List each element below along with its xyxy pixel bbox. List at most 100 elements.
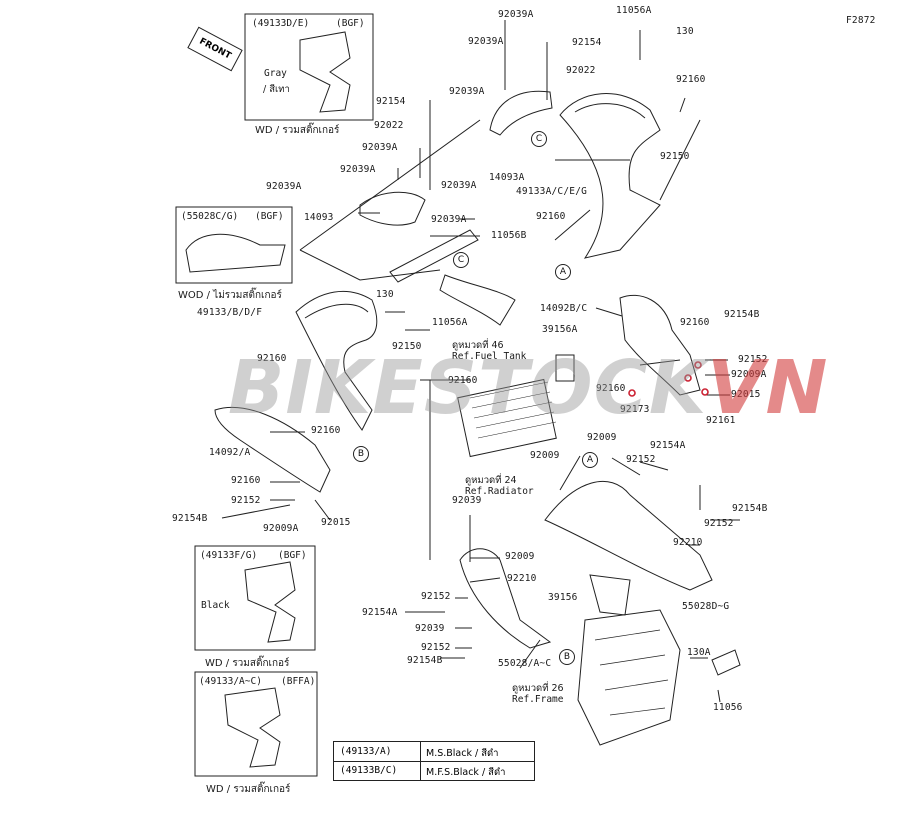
part-label: 92039A xyxy=(441,180,477,191)
inset-box-1-color-th: / สีเทา xyxy=(263,84,290,95)
part-label: 92150 xyxy=(392,341,422,352)
part-label: 92022 xyxy=(566,65,596,76)
inset-box-frame-3 xyxy=(194,545,316,651)
part-label: 92039 xyxy=(415,623,445,634)
part-label: 92152 xyxy=(738,354,768,365)
inset-box-3-code: (49133F/G) xyxy=(200,550,258,561)
part-label: 92015 xyxy=(321,517,351,528)
part-label: 11056A xyxy=(616,5,652,16)
part-label: 92160 xyxy=(231,475,261,486)
part-label: 92160 xyxy=(257,353,287,364)
cowl-upper-right-inner xyxy=(574,103,646,119)
cowl-upper-right-part xyxy=(559,93,661,259)
ref-frame: ดูหมวดที่ 26 Ref.Frame xyxy=(512,683,564,705)
inset-inner-cover xyxy=(185,233,286,273)
part-label: 92009 xyxy=(505,551,535,562)
cowl-upper-left-inner xyxy=(304,303,369,319)
inset-box-3-footer: WD / รวมสติ๊กเกอร์ xyxy=(205,658,290,669)
inset-cowl-black xyxy=(244,561,296,643)
inset-box-1-code: (49133D/E) xyxy=(252,18,310,29)
part-label: 11056A xyxy=(432,317,468,328)
inset-box-4-variant: (BFFA) xyxy=(281,676,316,687)
part-label: 92039A xyxy=(431,214,467,225)
part-label: 92160 xyxy=(676,74,706,85)
inset-box-2-footer: WOD / ไม่รวมสติ๊กเกอร์ xyxy=(178,290,282,301)
cowl-upper-left-part xyxy=(295,290,378,431)
inset-box-4-footer: WD / รวมสติ๊กเกอร์ xyxy=(206,784,291,795)
part-label: 92022 xyxy=(374,120,404,131)
part-label: 92154B xyxy=(172,513,208,524)
inset-box-frame-2 xyxy=(175,206,293,284)
inset-box-frame-4 xyxy=(194,671,318,777)
frame-outline xyxy=(577,609,681,746)
part-label: 92009A xyxy=(731,369,767,380)
inset-box-2-variant: (BGF) xyxy=(255,211,284,222)
part-label: 11056B xyxy=(491,230,527,241)
part-label: 92160 xyxy=(311,425,341,436)
ref-fuel-tank-en: Ref.Fuel Tank xyxy=(452,351,527,362)
part-label: 92152 xyxy=(421,591,451,602)
part-label: 92173 xyxy=(620,404,650,415)
inset-box-1-color: Gray xyxy=(264,68,287,79)
part-label: 92154B xyxy=(407,655,443,666)
part-label: 130A xyxy=(687,647,711,658)
part-label: 92160 xyxy=(448,375,478,386)
inset-box-1-variant: (BGF) xyxy=(336,18,365,29)
part-label: 92160 xyxy=(680,317,710,328)
legend-desc: M.F.S.Black / สีดำ xyxy=(426,767,506,778)
callout-b: B xyxy=(353,446,369,462)
ref-frame-en: Ref.Frame xyxy=(512,694,564,705)
inset-box-1-footer: WD / รวมสติ๊กเกอร์ xyxy=(255,125,340,136)
inset-box-3-color: Black xyxy=(201,600,230,611)
inset-cowl-bffa xyxy=(224,687,281,768)
inner-cover-top xyxy=(489,90,553,136)
part-label: 92150 xyxy=(660,151,690,162)
cowl-middle-right-part xyxy=(619,294,701,396)
callout-a: A xyxy=(555,264,571,280)
part-label: 92009A xyxy=(263,523,299,534)
part-label: 92160 xyxy=(536,211,566,222)
highlight-bolts xyxy=(628,361,709,397)
ref-radiator-th: ดูหมวดที่ 24 xyxy=(465,475,517,486)
part-label: 92210 xyxy=(507,573,537,584)
bracket-14093 xyxy=(359,191,426,226)
part-label: 92160 xyxy=(596,383,626,394)
callout-b: B xyxy=(559,649,575,665)
ref-radiator: ดูหมวดที่ 24 Ref.Radiator xyxy=(465,475,534,497)
frame-members xyxy=(594,629,669,716)
part-label: 49133/B/D/F xyxy=(197,307,263,318)
part-label: 92015 xyxy=(731,389,761,400)
part-label: 92009 xyxy=(530,450,560,461)
ref-radiator-en: Ref.Radiator xyxy=(465,486,534,497)
callout-c: C xyxy=(453,252,469,268)
callout-c: C xyxy=(531,131,547,147)
inset-box-4-code: (49133/A~C) xyxy=(199,676,262,687)
part-label: 92154A xyxy=(650,440,686,451)
part-label: 11056 xyxy=(713,702,743,713)
part-label: 92039A xyxy=(468,36,504,47)
part-label: 14092/A xyxy=(209,447,251,458)
stay-11056a xyxy=(439,274,516,326)
legend-code: (49133B/C) xyxy=(340,765,398,776)
callout-a: A xyxy=(582,452,598,468)
part-label: 39156A xyxy=(542,324,578,335)
part-label: 92152 xyxy=(421,642,451,653)
part-label: 49133A/C/E/G xyxy=(516,186,588,197)
bracket-11056 xyxy=(711,649,741,676)
part-label: 130 xyxy=(376,289,394,300)
legend-divider xyxy=(420,742,421,780)
part-label: 92154 xyxy=(376,96,406,107)
part-label: 92152 xyxy=(231,495,261,506)
part-label: 92039A xyxy=(498,9,534,20)
inset-box-2-code: (55028C/G) xyxy=(181,211,239,222)
part-label: 92152 xyxy=(626,454,656,465)
inset-box-3-variant: (BGF) xyxy=(278,550,307,561)
legend-desc: M.S.Black / สีดำ xyxy=(426,748,499,759)
ref-fuel-tank: ดูหมวดที่ 46 Ref.Fuel Tank xyxy=(452,340,526,362)
part-label: 92154B xyxy=(732,503,768,514)
part-label: 55028/A~C xyxy=(498,658,552,669)
part-label: 92039A xyxy=(362,142,398,153)
part-label: 14093A xyxy=(489,172,525,183)
legend-row: (49133B/C) M.F.S.Black / สีดำ xyxy=(334,761,534,780)
part-label: 92039A xyxy=(340,164,376,175)
